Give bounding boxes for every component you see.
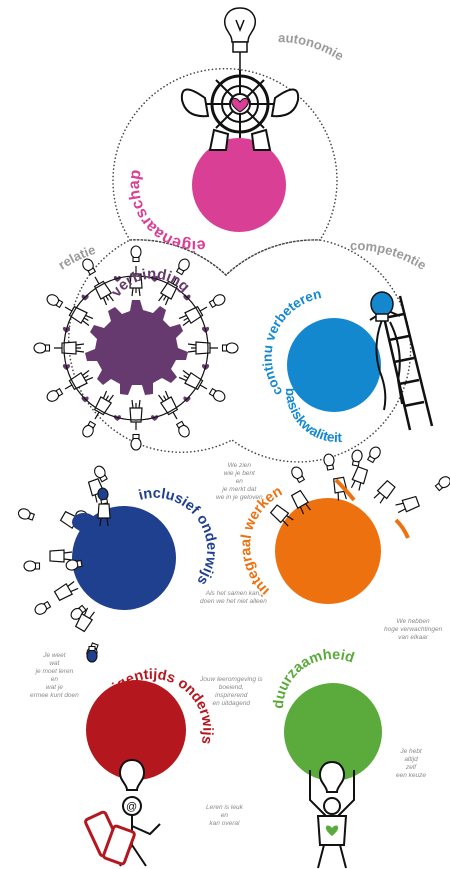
ring-label-autonomie: autonomie	[278, 30, 347, 64]
lightbulb-icon	[291, 466, 306, 484]
stick-figure-icon	[395, 495, 420, 514]
stick-figure-icon	[97, 503, 111, 527]
ring-outlines	[67, 67, 412, 463]
lightbulb-icon	[97, 487, 109, 505]
stick-figure-icon	[269, 504, 294, 527]
ring-competentie-outline	[225, 239, 412, 463]
stick-figure-icon	[53, 581, 79, 602]
lightbulb-icon	[46, 294, 64, 309]
theme-continu-verbeteren: continu verbeteren basiskwaliteit	[260, 286, 434, 445]
stick-figure-icon	[187, 341, 211, 355]
continu-verbeteren-circle	[287, 318, 381, 412]
stick-figure-icon	[49, 549, 73, 563]
stick-figure-icon	[129, 399, 143, 423]
verbinding-people-ring	[33, 245, 239, 451]
theme-eigentijds-onderwijs: @ eigentijds onderwijs	[84, 667, 215, 867]
verbinding-gear	[85, 300, 188, 395]
heart-icon	[231, 97, 249, 113]
integraal-people-pile	[269, 446, 450, 539]
stick-figure-icon	[158, 390, 179, 416]
orange-figure-accent	[334, 478, 356, 502]
lightbulb-icon	[224, 7, 256, 72]
theme-inclusief-onderwijs: inclusief onderwijs	[17, 465, 219, 663]
duurzaamheid-circle	[284, 683, 382, 781]
svg-text:@: @	[126, 801, 137, 813]
stick-figure-icon	[74, 607, 95, 633]
lightbulb-icon	[23, 560, 41, 572]
eigenaarschap-circle	[192, 138, 286, 232]
inclusief-people-chain	[17, 465, 111, 663]
heart-icon	[325, 825, 339, 836]
theme-verbinding: verbinding	[33, 245, 239, 451]
highlighted-person	[72, 513, 96, 531]
lightbulb-icon	[175, 258, 190, 276]
stick-figure-icon	[178, 305, 204, 326]
lightbulb-icon	[65, 559, 83, 571]
stick-figure-icon	[68, 370, 94, 391]
stick-figure-icon	[129, 273, 143, 297]
verbinding-chain-ring	[63, 275, 209, 421]
lightbulb-icon	[34, 600, 52, 615]
lightbulb-icon	[82, 420, 97, 438]
lightbulb-icon	[351, 449, 363, 467]
lightbulb-icon	[221, 342, 239, 354]
lightbulb-icon	[86, 645, 98, 663]
lightbulb-icon	[82, 258, 97, 276]
orange-figure-accent	[394, 518, 410, 539]
theme-duurzaamheid: duurzaamheid	[271, 647, 382, 869]
lightbulb-icon	[175, 420, 190, 438]
integraal-werken-circle	[275, 498, 381, 604]
lightbulb-icon	[46, 387, 64, 402]
lightbulb-icon	[434, 476, 450, 492]
tablet-figure-illustration: @	[84, 758, 161, 867]
stick-figure-icon	[93, 390, 114, 416]
stick-figure-icon	[61, 341, 85, 355]
stick-figure-icon	[68, 305, 94, 326]
theme-integraal-werken: integraal werken	[238, 446, 450, 604]
lightbulb-icon	[323, 453, 335, 471]
lightbulb-icon	[33, 342, 51, 354]
stick-figure-icon	[178, 370, 204, 391]
lightbulb-icon	[130, 433, 142, 451]
lightbulb-icon	[17, 508, 36, 521]
lightbulb-icon	[366, 446, 381, 464]
lightbulb-icon	[208, 387, 226, 402]
theme-eigenaarschap: eigenaarschap	[126, 7, 300, 254]
lightbulb-icon	[370, 291, 394, 322]
note-als-het-samen-kan: Als het samen kan,doen we het niet allee…	[200, 590, 267, 605]
stick-figure-icon	[350, 466, 369, 491]
eigentijds-onderwijs-circle	[86, 680, 186, 780]
lightbulb-icon	[94, 465, 108, 483]
stick-figure-icon	[290, 489, 311, 515]
inclusief-onderwijs-circle	[72, 506, 176, 610]
ring-label-competentie: competentie	[350, 238, 429, 273]
lightbulb-icon	[208, 294, 226, 309]
lightbulb-icon	[130, 245, 142, 263]
stick-figure-icon	[373, 479, 396, 504]
ring-autonomie-outline	[112, 67, 338, 277]
